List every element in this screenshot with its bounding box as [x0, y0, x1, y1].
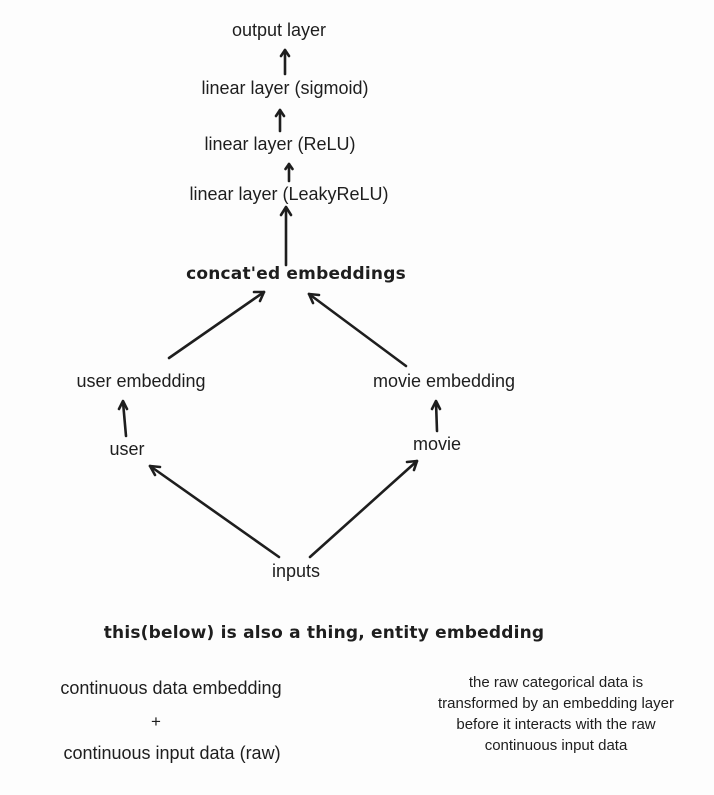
arrow-movie-to-movie-embedding — [430, 399, 442, 433]
note-line: transformed by an embedding layer — [438, 695, 674, 712]
output-layer-node: output layer — [231, 20, 327, 40]
note-line: the raw categorical data is — [468, 674, 644, 691]
concat-embeddings-node: concat'ed embeddings — [186, 264, 406, 284]
inputs-node: inputs — [271, 561, 321, 581]
linear-leakyrelu-node: linear layer (LeakyReLU) — [189, 184, 389, 204]
linear-sigmoid-node: linear layer (sigmoid) — [201, 78, 369, 98]
arrow-movie-embedding-to-concat — [307, 292, 408, 368]
arrow-user-embedding-to-concat — [167, 290, 266, 360]
note-line: before it interacts with the raw — [456, 716, 656, 733]
arrow-user-to-user-embedding — [117, 399, 129, 438]
continuous-embedding-label: continuous data embedding — [60, 678, 282, 698]
section-title: this(below) is also a thing, entity embe… — [103, 623, 545, 643]
continuous-raw-label: continuous input data (raw) — [63, 743, 281, 763]
user-embedding-node: user embedding — [76, 371, 206, 391]
explanation-note: the raw categorical data is transformed … — [416, 672, 696, 756]
arrow-sigmoid-to-output — [279, 48, 291, 76]
movie-embedding-node: movie embedding — [372, 371, 516, 391]
note-line: continuous input data — [484, 737, 628, 754]
arrow-inputs-to-movie — [308, 459, 419, 559]
linear-relu-node: linear layer (ReLU) — [204, 134, 356, 154]
arrow-concat-to-leaky — [279, 205, 293, 267]
arrow-leaky-to-relu — [284, 162, 294, 183]
arrow-relu-to-sigmoid — [274, 108, 286, 133]
user-node: user — [109, 439, 145, 459]
movie-node: movie — [412, 434, 462, 454]
plus-sign: + — [151, 712, 161, 731]
arrow-inputs-to-user — [148, 464, 281, 559]
